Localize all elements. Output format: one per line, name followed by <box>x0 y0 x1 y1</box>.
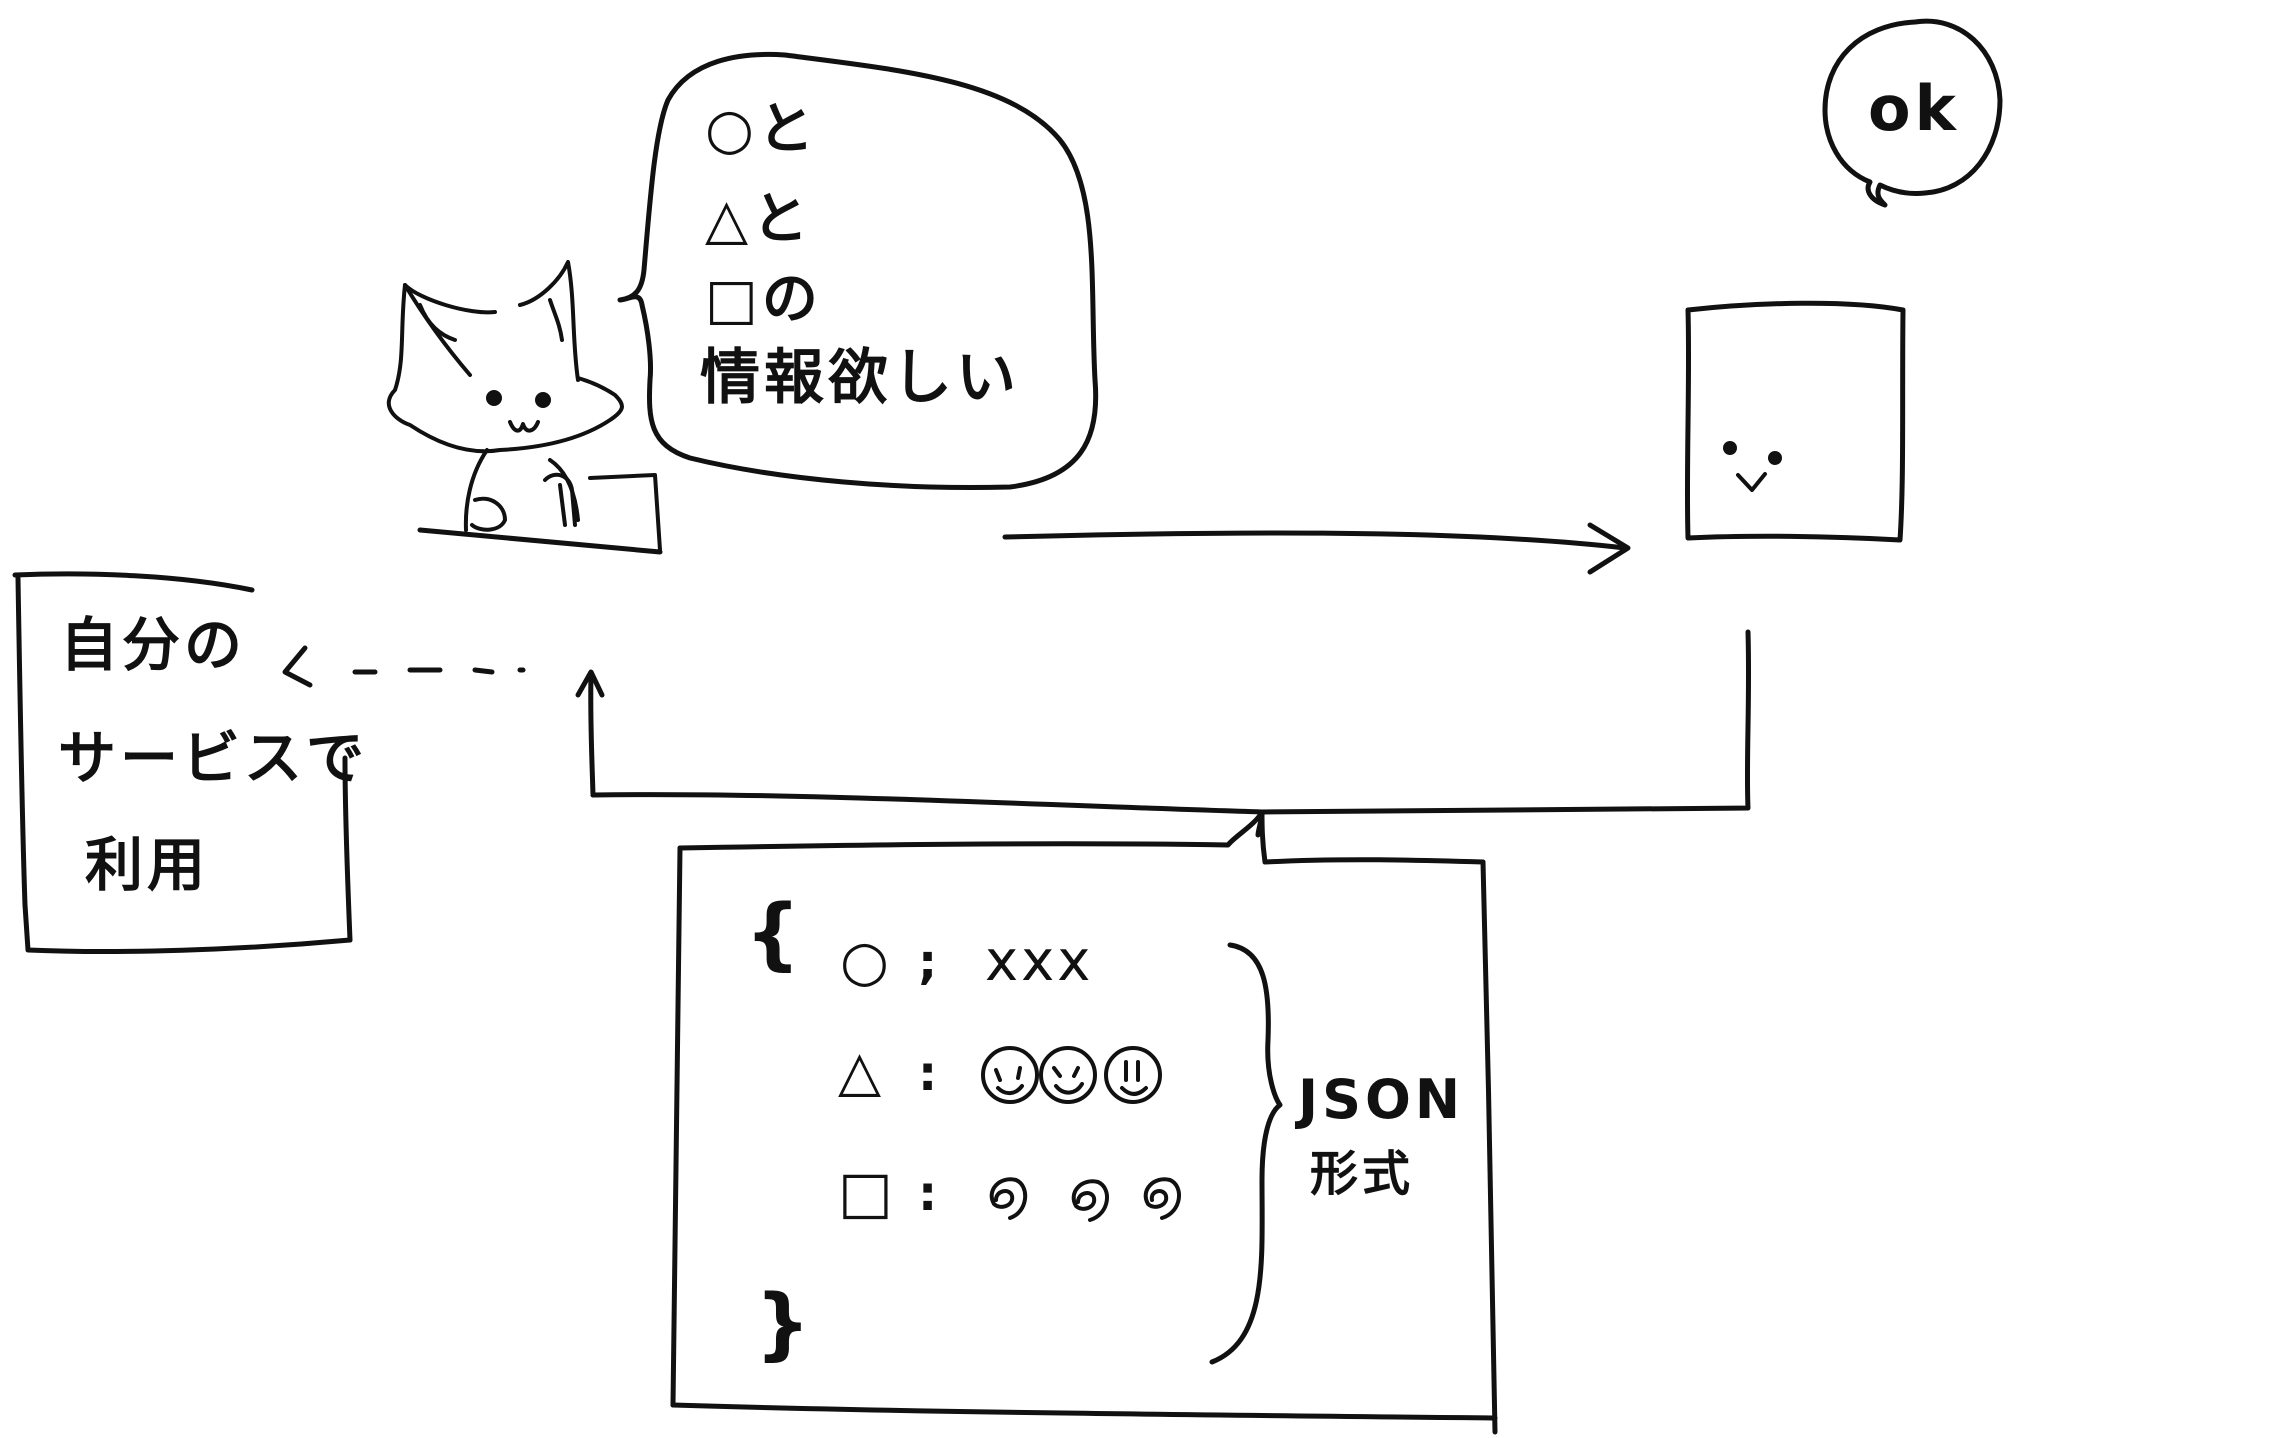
note-line-2: サービスで <box>58 724 368 792</box>
json-sep-3: : <box>918 1166 937 1222</box>
bubble-line-4: 情報欲しい <box>700 343 1020 413</box>
desk-line <box>417 527 663 555</box>
spiral-icon <box>989 1177 1027 1220</box>
json-box: { } ○ ; xxx △ : □ : <box>670 809 1498 1435</box>
smiley-face-icon <box>1039 1046 1097 1104</box>
json-value-xxx: xxx <box>985 929 1093 994</box>
request-arrow <box>1002 522 1631 575</box>
usage-pointer <box>282 645 526 688</box>
note-line-3: 利用 <box>85 831 209 899</box>
server-eye-left <box>1723 441 1737 455</box>
bubble-line-1: ○と <box>705 97 818 162</box>
note-line-1: 自分の <box>60 611 246 679</box>
json-key-triangle: △ <box>838 1039 881 1104</box>
spiral-icon <box>1071 1179 1109 1222</box>
server-box <box>1684 300 1906 543</box>
server-eye-right <box>1768 451 1782 465</box>
laptop <box>588 473 662 552</box>
json-value-smiley-faces <box>981 1046 1162 1104</box>
json-close-brace: } <box>755 1279 811 1369</box>
json-sep-1: ; <box>918 934 937 990</box>
response-connector <box>575 629 1752 838</box>
bubble-line-3: □の <box>705 267 822 332</box>
json-open-brace: { <box>745 889 801 979</box>
cat-eye-right <box>535 392 551 408</box>
smiley-face-icon <box>981 1046 1039 1104</box>
json-right-brace <box>1209 942 1283 1365</box>
ok-speech-bubble: ok <box>1822 18 2003 208</box>
json-key-circle: ○ <box>840 929 889 994</box>
json-label-line-1: JSON <box>1294 1068 1464 1131</box>
json-label-line-2: 形式 <box>1310 1146 1414 1202</box>
json-sep-2: : <box>918 1046 937 1102</box>
json-key-square: □ <box>838 1158 893 1226</box>
cat-speech-bubble: ○と △と □の 情報欲しい <box>617 51 1099 491</box>
cat-character <box>386 260 663 555</box>
bubble-line-2: △と <box>705 187 812 252</box>
spiral-icon <box>1143 1177 1181 1220</box>
json-value-spirals <box>989 1177 1181 1222</box>
server-mouth <box>1736 472 1767 492</box>
smiley-face-icon <box>1104 1046 1162 1104</box>
usage-note: 自分の サービスで 利用 <box>12 571 368 955</box>
ok-text: ok <box>1868 72 1960 145</box>
cat-mouth <box>508 420 540 433</box>
cat-eye-left <box>486 390 502 406</box>
